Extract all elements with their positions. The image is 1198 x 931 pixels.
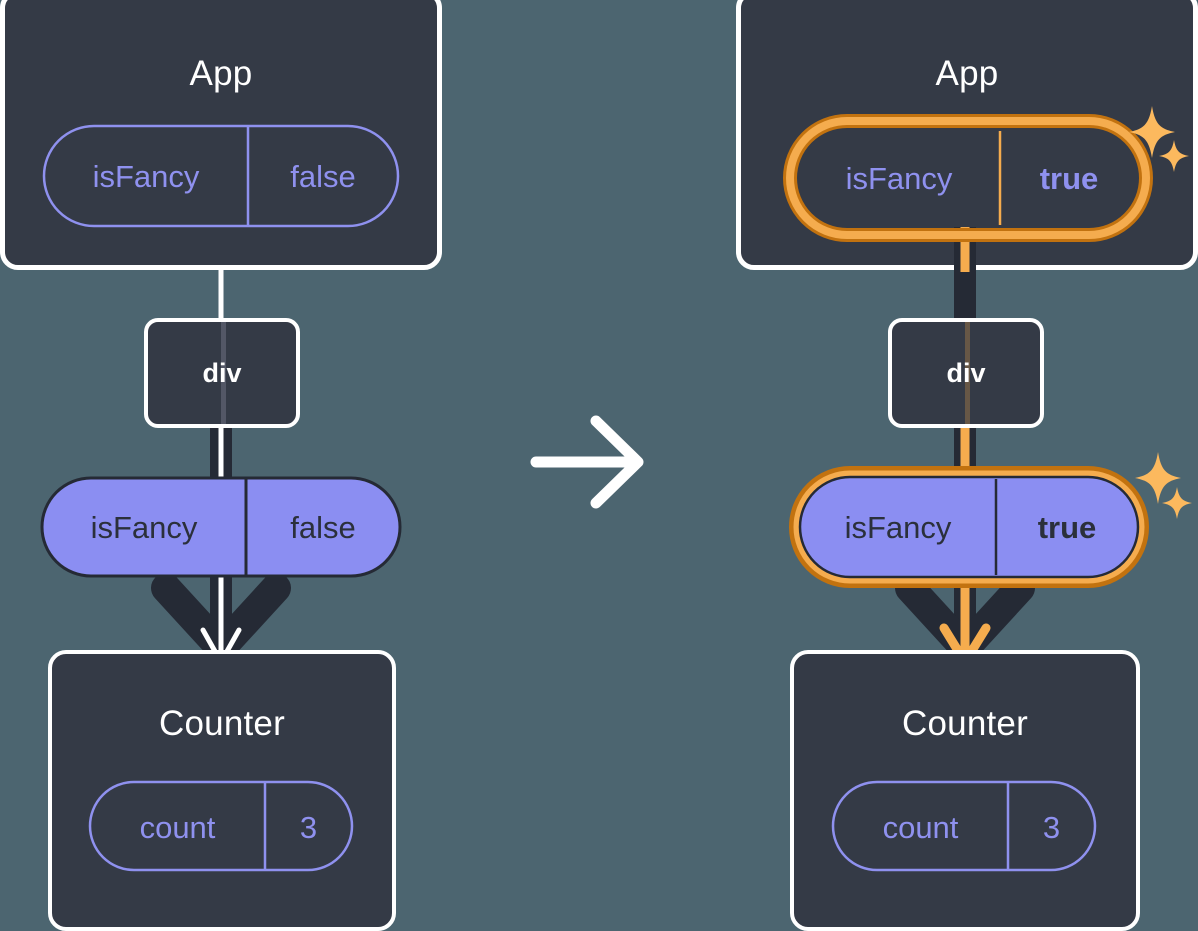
highlight-ring-inner: [786, 117, 1150, 239]
counter-box-after: [790, 650, 1140, 931]
prop-pill-value-after: true: [1037, 510, 1097, 545]
div-inner-connector-after: [965, 322, 970, 424]
sparkle-icon-large-2: [1135, 452, 1181, 504]
app-state-key-after: isFancy: [845, 161, 953, 196]
div-label-after: div: [946, 358, 986, 388]
app-state-key-before: isFancy: [92, 159, 200, 194]
app-state-value-before: false: [290, 159, 356, 194]
counter-title-after: Counter: [902, 704, 1028, 743]
div-label-before: div: [202, 358, 242, 388]
div-box-before: [144, 318, 300, 428]
app-title-before: App: [189, 54, 253, 93]
sparkle-icon-small: [1159, 140, 1189, 172]
counter-state-key-before: count: [139, 810, 216, 845]
app-state-value-after: true: [1039, 161, 1099, 196]
sparkle-icon-large: [1129, 106, 1175, 158]
div-inner-connector-before: [221, 322, 226, 424]
div-box-after: [888, 318, 1044, 428]
prop-pill-key-before: isFancy: [90, 510, 198, 545]
counter-state-value-after: 3: [1042, 810, 1061, 845]
counter-state-value-before: 3: [299, 810, 318, 845]
prop-pill-value-before: false: [290, 510, 356, 545]
app-title-after: App: [935, 54, 999, 93]
counter-state-key-after: count: [882, 810, 959, 845]
prop-pill-key-after: isFancy: [844, 510, 952, 545]
counter-title-before: Counter: [159, 704, 285, 743]
sparkle-icon-small-2: [1162, 487, 1192, 519]
